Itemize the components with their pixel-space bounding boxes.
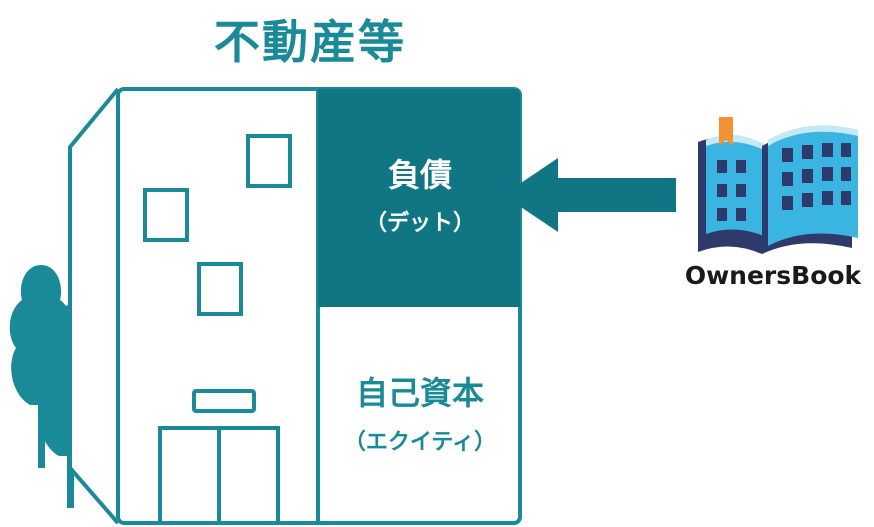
equity-sublabel: （エクイティ） (343, 430, 497, 455)
arrow-left-icon (503, 158, 676, 232)
equity-label: 自己資本 (355, 374, 484, 412)
building-icon (68, 87, 522, 525)
ownersbook-logo-icon (698, 117, 858, 254)
debt-label: 負債 (387, 156, 452, 194)
debt-sublabel: （デット） (364, 211, 475, 236)
brand-name: OwnersBook (684, 261, 862, 290)
diagram-title: 不動産等 (214, 15, 406, 69)
